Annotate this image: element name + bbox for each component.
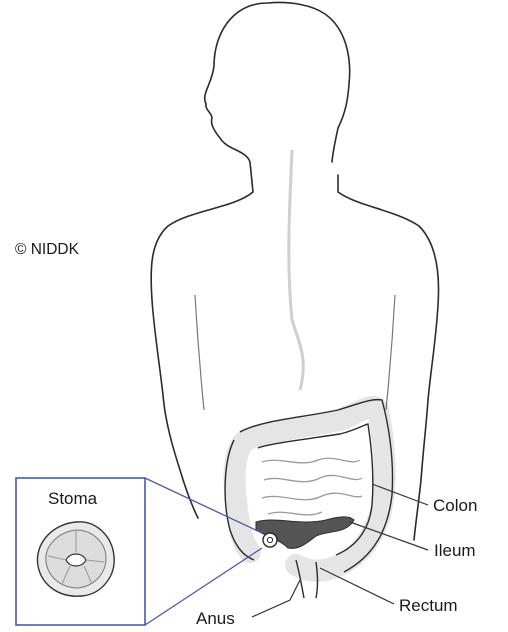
esophagus: [289, 150, 303, 390]
colon-label: Colon: [433, 496, 477, 516]
anus-label: Anus: [196, 609, 235, 629]
rectum-leader-line: [320, 568, 394, 604]
rectum-label: Rectum: [399, 596, 458, 616]
stoma-detail: [37, 522, 114, 596]
ileum-label: Ileum: [434, 541, 476, 561]
copyright-text: © NIDDK: [15, 241, 79, 259]
colon-shape: [234, 407, 384, 571]
stoma-site: [263, 533, 277, 547]
inset-title: Stoma: [48, 489, 97, 509]
small-intestine: [262, 458, 362, 515]
body-outline: [151, 2, 438, 540]
arm-inner-lines: [195, 295, 395, 410]
anus-leader-line: [252, 580, 300, 617]
